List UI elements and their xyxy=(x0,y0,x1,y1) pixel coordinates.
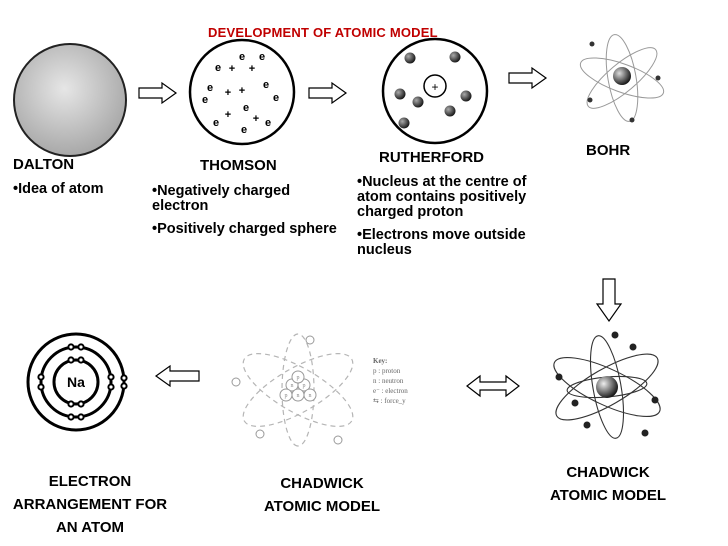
diagram-title: DEVELOPMENT OF ATOMIC MODEL xyxy=(208,25,438,40)
na-symbol: Na xyxy=(67,374,85,390)
svg-text:n: n xyxy=(309,393,312,399)
nucleus xyxy=(596,376,618,398)
electron-label: e xyxy=(241,124,247,136)
arrow-to-electron-arrangement xyxy=(154,364,200,388)
svg-text:p: p xyxy=(303,383,306,389)
rutherford-points: •Nucleus at the centre of atom contains … xyxy=(357,175,532,266)
arrow-thomson-to-rutherford xyxy=(308,81,348,105)
electron-label: e xyxy=(263,79,269,91)
svg-text:p: p xyxy=(285,393,288,399)
proton-label: + xyxy=(239,85,245,97)
electron-label: e xyxy=(273,92,279,104)
chadwick-atom-middle: n p n p n p xyxy=(231,333,354,447)
electron-label: e xyxy=(213,117,219,129)
key-legend: Key: p : proton n : neutron e⁻ : electro… xyxy=(373,357,408,405)
electron-label: e xyxy=(202,94,208,106)
thomson-heading: THOMSON xyxy=(200,157,277,174)
thomson-point: •Negatively charged electron xyxy=(152,183,291,214)
thomson-points: •Negatively charged electron •Positively… xyxy=(152,184,337,245)
rutherford-point: •Electrons move outside nucleus xyxy=(357,227,526,258)
proton-label: + xyxy=(229,63,235,75)
dalton-heading: DALTON xyxy=(13,156,75,173)
double-arrow xyxy=(466,374,520,398)
thomson-plum-pudding-model: e e e e e e e e e e e + + + + + + xyxy=(188,38,296,146)
electron-label: e xyxy=(243,102,249,114)
bohr-heading: BOHR xyxy=(586,142,631,159)
svg-text:p: p xyxy=(297,375,300,381)
electron-label: e xyxy=(259,51,265,63)
dalton-sphere xyxy=(13,43,127,157)
electron-label: e xyxy=(265,117,271,129)
thomson-point: •Positively charged sphere xyxy=(152,221,337,237)
svg-text:n: n xyxy=(291,383,294,389)
dalton-point: •Idea of atom xyxy=(13,181,104,197)
electron-label: e xyxy=(239,51,245,63)
arrow-bohr-to-chadwick xyxy=(595,278,623,323)
dalton-points: •Idea of atom xyxy=(13,182,138,205)
proton-label: + xyxy=(249,63,255,75)
bohr-model xyxy=(579,34,665,123)
sodium-electron-arrangement: Na xyxy=(26,332,128,432)
proton-label: + xyxy=(253,113,259,125)
nucleus xyxy=(613,67,631,85)
electron-label: e xyxy=(207,82,213,94)
proton-label: + xyxy=(225,87,231,99)
svg-text:n: n xyxy=(297,393,300,399)
svg-text:+: + xyxy=(431,80,438,94)
electron-arrangement-caption: ELECTRON ARRANGEMENT FOR AN ATOM xyxy=(12,473,168,536)
chadwick-atom-right xyxy=(553,331,661,439)
nucleus xyxy=(423,74,447,98)
rutherford-point: •Nucleus at the centre of atom contains … xyxy=(357,174,527,220)
electron-label: e xyxy=(215,62,221,74)
chadwick-right-caption: CHADWICK ATOMIC MODEL xyxy=(549,464,667,504)
proton-label: + xyxy=(225,109,231,121)
rutherford-nuclear-model: + xyxy=(381,37,489,145)
arrow-dalton-to-thomson xyxy=(138,81,178,105)
chadwick-middle-caption: CHADWICK ATOMIC MODEL xyxy=(263,475,381,515)
arrow-rutherford-to-bohr xyxy=(508,66,548,90)
rutherford-heading: RUTHERFORD xyxy=(379,149,484,166)
